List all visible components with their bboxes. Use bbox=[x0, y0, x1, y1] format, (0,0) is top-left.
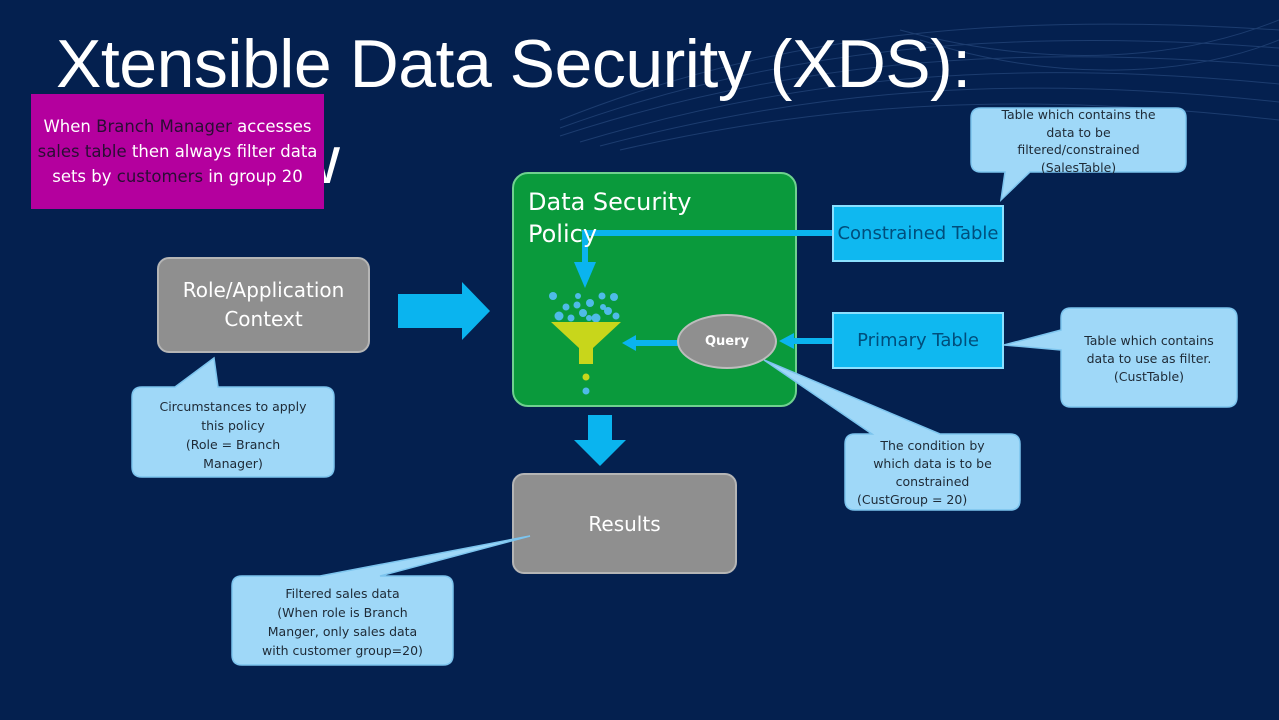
callout-line: Circumstances to apply bbox=[159, 399, 307, 414]
callout-line: with customer group=20) bbox=[262, 643, 423, 658]
results-box: Results bbox=[512, 473, 737, 574]
callout-line: (When role is Branch bbox=[277, 605, 408, 620]
callout-results-text: Filtered sales data (When role is Branch… bbox=[234, 584, 451, 660]
callout-line: Table which contains bbox=[1084, 333, 1214, 348]
callout-primary-text: Table which contains data to use as filt… bbox=[1063, 332, 1235, 386]
callout-line: The condition by bbox=[880, 438, 985, 453]
policy-rule-text: When Branch Manager accesses sales table… bbox=[37, 114, 318, 189]
callout-line: (SalesTable) bbox=[1040, 159, 1117, 175]
note-highlight-table: sales table bbox=[37, 142, 127, 161]
callout-line: Table which contains the bbox=[1001, 107, 1156, 122]
note-highlight-role: Branch Manager bbox=[96, 117, 232, 136]
note-text: in group 20 bbox=[203, 167, 303, 186]
constrained-table-box: Constrained Table bbox=[832, 205, 1004, 262]
primary-table-label: Primary Table bbox=[857, 329, 979, 351]
callout-line: (Role = Branch bbox=[185, 437, 281, 452]
note-text: accesses bbox=[231, 117, 312, 136]
callout-line: filtered/constrained bbox=[1017, 142, 1140, 157]
note-highlight-customers: customers bbox=[116, 167, 204, 186]
callout-role-text: Circumstances to apply this policy (Role… bbox=[134, 397, 332, 473]
callout-line: data to be bbox=[1046, 124, 1111, 140]
callout-line: Filtered sales data bbox=[285, 586, 400, 601]
query-label: Query bbox=[704, 334, 749, 349]
policy-label: Data Security Policy bbox=[528, 188, 692, 248]
callout-line: (CustGroup = 20) bbox=[857, 492, 968, 507]
results-box-label: Results bbox=[588, 511, 661, 536]
callout-line: (CustTable) bbox=[1113, 369, 1185, 384]
role-application-context-box: Role/Application Context bbox=[157, 257, 370, 353]
note-text: then always filter data sets by bbox=[52, 142, 318, 186]
callout-line: data to use as filter. bbox=[1086, 351, 1212, 366]
callout-line: Manager) bbox=[203, 456, 263, 471]
callout-line: this policy bbox=[201, 418, 265, 433]
callout-constrained-text: Table which contains the data to be filt… bbox=[976, 106, 1181, 176]
policy-rule-note: When Branch Manager accesses sales table… bbox=[31, 94, 324, 209]
query-node: Query bbox=[677, 314, 777, 369]
callout-query-text: The condition by which data is to be con… bbox=[847, 437, 1018, 509]
primary-table-box: Primary Table bbox=[832, 312, 1004, 369]
callout-line: which data is to be bbox=[873, 456, 992, 471]
constrained-table-label: Constrained Table bbox=[837, 222, 999, 244]
data-security-policy-box bbox=[512, 172, 797, 407]
title-line-1: Xtensible Data Security (XDS): bbox=[56, 26, 971, 102]
role-box-label: Role/Application Context bbox=[182, 278, 345, 331]
callout-line: Manger, only sales data bbox=[267, 624, 418, 639]
callout-line: constrained bbox=[895, 474, 970, 489]
note-text: When bbox=[43, 117, 97, 136]
